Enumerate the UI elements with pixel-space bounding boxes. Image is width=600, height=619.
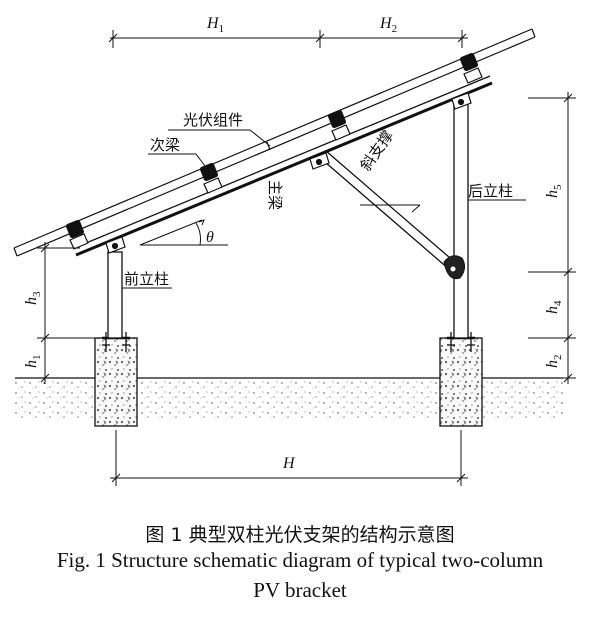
dim-h2: h2 — [544, 355, 564, 369]
caption-chinese: 图 1 典型双柱光伏支架的结构示意图 — [145, 524, 455, 546]
bracket-diagram: θ 光伏组件 次梁 主梁 斜支撑 后立柱 前立柱 H1 H2 H — [13, 15, 576, 486]
connectors — [105, 92, 472, 254]
right-dimension — [482, 92, 576, 384]
left-dimension — [37, 242, 95, 384]
theta-label: θ — [206, 229, 214, 246]
diagonal-brace — [317, 150, 458, 271]
main-beam — [73, 75, 493, 257]
label-secondary-beam: 次梁 — [150, 136, 180, 154]
label-diagonal-brace: 斜支撑 — [357, 127, 398, 174]
label-rear-column: 后立柱 — [468, 182, 513, 200]
rear-foundation — [439, 337, 483, 427]
dim-h4: h4 — [544, 300, 564, 314]
label-front-column: 前立柱 — [124, 270, 169, 288]
dim-h1: h1 — [23, 355, 43, 369]
label-pv-module: 光伏组件 — [183, 111, 243, 129]
front-foundation — [94, 337, 138, 427]
leader-lines — [122, 129, 526, 289]
caption-english-line1: Fig. 1 Structure schematic diagram of ty… — [56, 548, 544, 572]
top-dimension — [108, 30, 468, 48]
caption-english-line2: PV bracket — [253, 578, 347, 602]
bottom-dimension — [110, 430, 468, 486]
front-column — [107, 251, 123, 339]
dim-H: H — [282, 455, 296, 472]
pv-module — [13, 28, 536, 257]
rear-column — [453, 99, 469, 339]
angle-indicator — [139, 219, 228, 246]
dim-H2: H2 — [379, 15, 397, 35]
dim-H1: H1 — [206, 15, 224, 35]
purlin-clamps — [65, 52, 479, 239]
dim-h3: h3 — [23, 291, 43, 305]
dim-h5: h5 — [544, 184, 564, 198]
purlin-sections — [69, 67, 483, 250]
label-main-beam: 主梁 — [266, 180, 284, 210]
